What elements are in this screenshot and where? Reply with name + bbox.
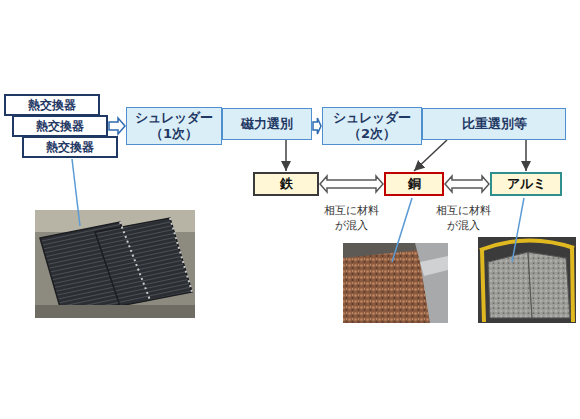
node-text: 銅	[408, 176, 421, 192]
node-text: 鉄	[280, 176, 293, 192]
node-text: シュレッダー （1次）	[127, 110, 221, 141]
output-arrow	[285, 140, 287, 171]
leader-line	[512, 198, 524, 262]
note-label: 相互に材料 が混入	[320, 204, 382, 234]
input-box: 熱交換器	[4, 94, 100, 116]
flow-arrow	[313, 118, 321, 134]
leader-line	[72, 159, 80, 226]
node-text: シュレッダー （2次）	[323, 110, 421, 141]
double-arrow	[320, 176, 383, 192]
output-arrow	[525, 140, 527, 171]
input-box: 熱交換器	[22, 136, 118, 158]
material-box: アルミ	[490, 172, 562, 196]
heat-exchanger-photo	[35, 210, 195, 318]
process-box: 磁力選別	[222, 108, 312, 140]
node-text: 熱交換器	[46, 140, 94, 154]
process-box: シュレッダー （1次）	[126, 107, 222, 145]
input-box: 熱交換器	[12, 115, 108, 137]
node-text: 熱交換器	[36, 119, 84, 133]
node-text: 比重選別等	[462, 116, 527, 132]
flow-arrow	[109, 118, 125, 134]
note-label: 相互に材料 が混入	[432, 204, 494, 234]
process-box: 比重選別等	[422, 108, 566, 140]
double-arrow	[445, 176, 489, 192]
process-box: シュレッダー （2次）	[322, 107, 422, 145]
material-box: 鉄	[253, 172, 319, 196]
node-text: 磁力選別	[241, 116, 293, 132]
copper-chips-photo	[343, 243, 448, 323]
leader-line	[392, 198, 412, 262]
aluminium-block-photo	[478, 237, 576, 323]
node-text: 熱交換器	[28, 98, 76, 112]
material-box: 銅	[384, 172, 444, 196]
node-text: アルミ	[507, 176, 546, 192]
